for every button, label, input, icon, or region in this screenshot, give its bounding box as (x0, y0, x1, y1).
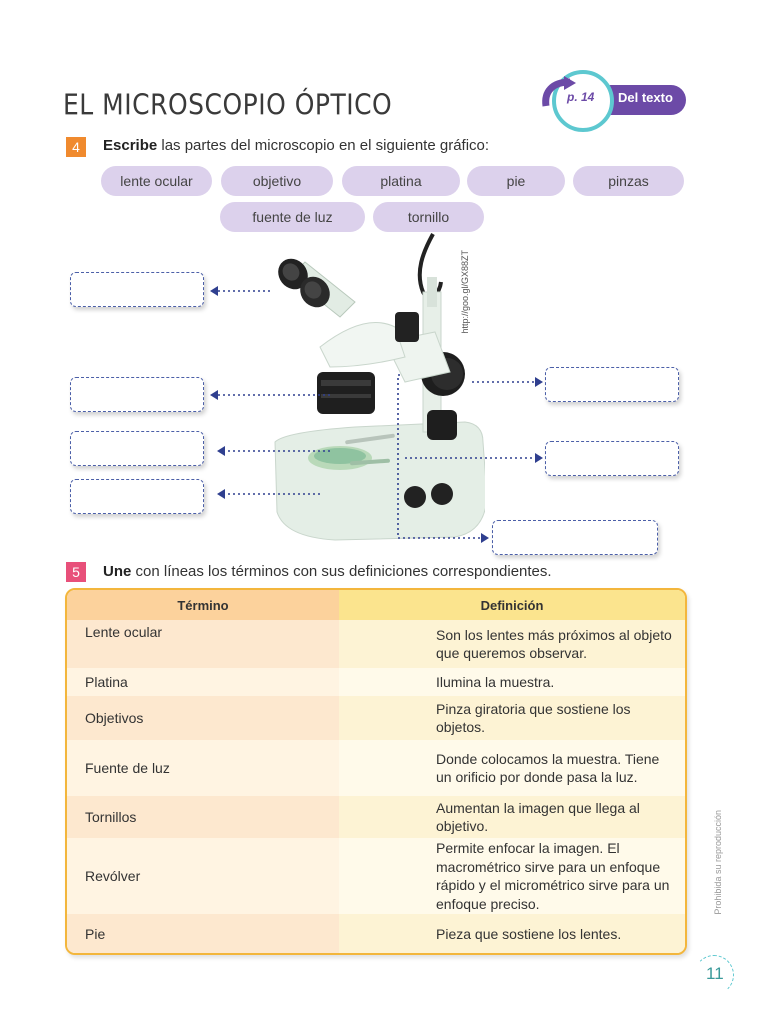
word-chip[interactable]: lente ocular (101, 166, 212, 196)
word-chip[interactable]: tornillo (373, 202, 484, 232)
table-row: Pie Pieza que sostiene los lentes. (67, 914, 685, 953)
answer-box[interactable] (70, 272, 204, 307)
definition-cell[interactable]: Pieza que sostiene los lentes. (339, 914, 685, 953)
definition-cell[interactable]: Aumentan la imagen que llega al objetivo… (339, 796, 685, 838)
column-header-term: Término (67, 590, 339, 620)
arrowhead-icon (481, 533, 489, 543)
table-row: Tornillos Aumentan la imagen que llega a… (67, 796, 685, 838)
text-reference-badge[interactable]: Del texto p. 14 (540, 70, 690, 132)
word-chip[interactable]: platina (342, 166, 460, 196)
definition-cell[interactable]: Donde colocamos la muestra. Tiene un ori… (339, 740, 685, 796)
definition-cell[interactable]: Son los lentes más próximos al objeto qu… (339, 620, 685, 668)
answer-box[interactable] (492, 520, 658, 555)
word-chip[interactable]: pinzas (573, 166, 684, 196)
table-row: Objetivos Pinza giratoria que sostiene l… (67, 696, 685, 740)
arrowhead-icon (535, 453, 543, 463)
reference-page: p. 14 (567, 90, 595, 104)
term-cell[interactable]: Platina (67, 668, 339, 696)
answer-box[interactable] (70, 479, 204, 514)
arrowhead-icon (210, 286, 218, 296)
activity-5-instruction: Une con líneas los términos con sus defi… (103, 563, 552, 580)
curved-arrow-icon (542, 76, 576, 107)
activity-4-verb: Escribe (103, 137, 158, 154)
activity-number-4: 4 (66, 137, 86, 157)
arrowhead-icon (210, 390, 218, 400)
pointer-lines (210, 286, 543, 543)
term-cell[interactable]: Pie (67, 914, 339, 953)
arrowhead-icon (217, 489, 225, 499)
answer-box[interactable] (70, 377, 204, 412)
page-number: 11 (706, 964, 724, 983)
definition-cell[interactable]: Permite enfocar la imagen. El macrométri… (339, 838, 685, 914)
page-number-circle (694, 955, 734, 995)
table-row: Revólver Permite enfocar la imagen. El m… (67, 838, 685, 914)
word-chip[interactable]: fuente de luz (220, 202, 365, 232)
term-cell[interactable]: Lente ocular (67, 620, 339, 668)
term-cell[interactable]: Revólver (67, 838, 339, 914)
terms-table: Término Definición Lente ocular Son los … (65, 588, 687, 955)
answer-box[interactable] (545, 441, 679, 476)
table-row: Lente ocular Son los lentes más próximos… (67, 620, 685, 668)
activity-number-5: 5 (66, 562, 86, 582)
activity-5-instruction-text: con líneas los términos con sus definici… (131, 563, 552, 580)
arrowhead-icon (217, 446, 225, 456)
copyright-note: Prohibida su reproducción (713, 810, 723, 915)
page-title: EL MICROSCOPIO ÓPTICO (63, 88, 393, 122)
definition-cell[interactable]: Ilumina la muestra. (339, 668, 685, 696)
word-chip[interactable]: pie (467, 166, 565, 196)
answer-box[interactable] (545, 367, 679, 402)
term-cell[interactable]: Fuente de luz (67, 740, 339, 796)
arrowhead-icon (535, 377, 543, 387)
microscope-image (274, 233, 485, 541)
activity-5-verb: Une (103, 563, 132, 580)
pointer-line (397, 374, 482, 539)
activity-4-instruction-text: las partes del microscopio en el siguien… (157, 137, 490, 154)
table-row: Fuente de luz Donde colocamos la muestra… (67, 740, 685, 796)
definition-cell[interactable]: Pinza giratoria que sostiene los objetos… (339, 696, 685, 740)
table-row: Platina Ilumina la muestra. (67, 668, 685, 696)
column-header-definition: Definición (339, 590, 685, 620)
term-cell[interactable]: Tornillos (67, 796, 339, 838)
term-cell[interactable]: Objetivos (67, 696, 339, 740)
reference-label: Del texto (618, 90, 673, 105)
word-chip[interactable]: objetivo (221, 166, 333, 196)
activity-4-instruction: Escribe las partes del microscopio en el… (103, 137, 489, 154)
answer-box[interactable] (70, 431, 204, 466)
